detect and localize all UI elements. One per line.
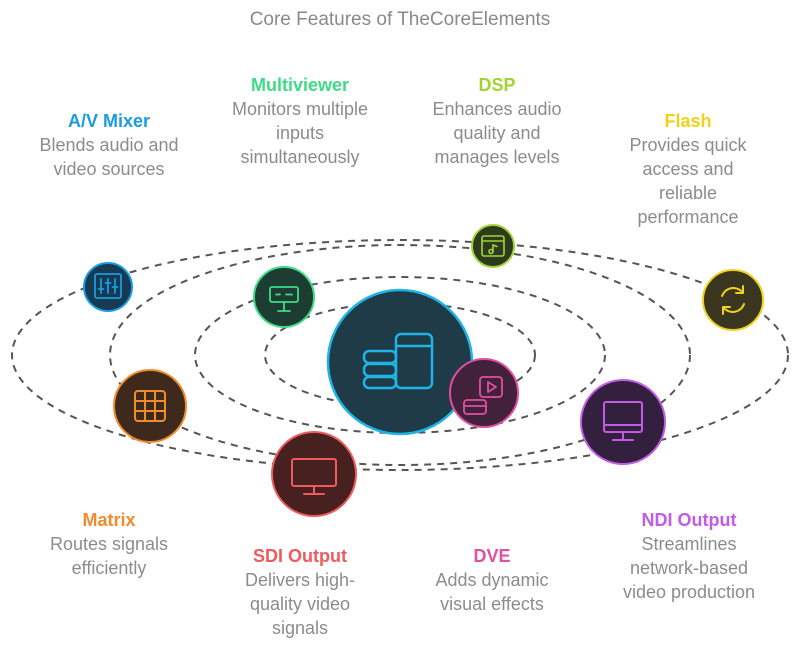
- feature-desc-line: Adds dynamic: [435, 570, 549, 590]
- multiviewer-node: [253, 266, 315, 328]
- grid-icon: [134, 390, 166, 422]
- feature-name: Multiviewer: [250, 75, 350, 95]
- feature-desc-line: reliable: [658, 183, 718, 203]
- diagram-title: Core Features of TheCoreElements: [249, 9, 551, 30]
- feature-desc-line: Provides quick: [629, 135, 747, 155]
- orbit-ring-third: [109, 244, 691, 466]
- feature-desc-line: video sources: [53, 159, 165, 179]
- feature-flash: Flash Provides quick access and reliable…: [588, 109, 788, 229]
- sdi-output-node: [271, 431, 357, 517]
- orbit-ring-outer: [11, 239, 789, 471]
- audio-window-icon: [481, 235, 505, 257]
- feature-av-mixer: A/V Mixer Blends audio and video sources: [14, 109, 204, 181]
- feature-name: DVE: [473, 546, 511, 566]
- matrix-node: [113, 369, 187, 443]
- feature-desc-line: Blends audio and: [39, 135, 179, 155]
- feature-name: NDI Output: [641, 510, 737, 530]
- monitor-display-icon: [269, 286, 299, 312]
- feature-name: Flash: [664, 111, 712, 131]
- feature-desc-line: simultaneously: [240, 147, 360, 167]
- video-effects-icon: [463, 376, 503, 415]
- feature-dsp: DSP Enhances audio quality and manages l…: [397, 73, 597, 169]
- feature-name: DSP: [478, 75, 516, 95]
- feature-dve: DVE Adds dynamic visual effects: [392, 544, 592, 616]
- feature-desc-line: Routes signals: [49, 534, 169, 554]
- orbit-ring-second: [194, 276, 606, 434]
- feature-desc-line: quality video: [249, 594, 351, 614]
- feature-desc-line: Enhances audio: [432, 99, 562, 119]
- core-node: [326, 288, 474, 436]
- feature-desc-line: visual effects: [440, 594, 544, 614]
- core-stack-icon: [362, 332, 434, 390]
- feature-desc-line: efficiently: [71, 558, 147, 578]
- feature-desc-line: inputs: [275, 123, 325, 143]
- feature-desc-line: network-based: [629, 558, 749, 578]
- feature-ndi-output: NDI Output Streamlines network-based vid…: [589, 508, 789, 604]
- refresh-icon: [721, 285, 745, 315]
- feature-sdi-output: SDI Output Delivers high- quality video …: [200, 544, 400, 640]
- feature-name: SDI Output: [253, 546, 347, 566]
- feature-desc-line: performance: [637, 207, 739, 227]
- feature-matrix: Matrix Routes signals efficiently: [14, 508, 204, 580]
- av-mixer-node: [83, 262, 133, 312]
- monitor-icon: [291, 458, 337, 495]
- desktop-icon: [603, 401, 643, 441]
- feature-desc-line: Delivers high-: [244, 570, 356, 590]
- mixer-icon: [94, 273, 122, 299]
- feature-desc-line: Streamlines: [641, 534, 737, 554]
- feature-multiviewer: Multiviewer Monitors multiple inputs sim…: [200, 73, 400, 169]
- dsp-node: [471, 224, 515, 268]
- feature-desc-line: quality and: [453, 123, 541, 143]
- feature-desc-line: signals: [271, 618, 329, 638]
- feature-desc-line: access and: [642, 159, 734, 179]
- feature-desc-line: Monitors multiple: [231, 99, 369, 119]
- ndi-output-node: [580, 379, 666, 465]
- orbit-ring-inner: [264, 302, 536, 408]
- flash-node: [702, 269, 764, 331]
- feature-desc-line: manages levels: [434, 147, 560, 167]
- feature-name: A/V Mixer: [67, 111, 151, 131]
- dve-node: [449, 358, 519, 428]
- feature-desc-line: video production: [622, 582, 756, 602]
- feature-name: Matrix: [82, 510, 136, 530]
